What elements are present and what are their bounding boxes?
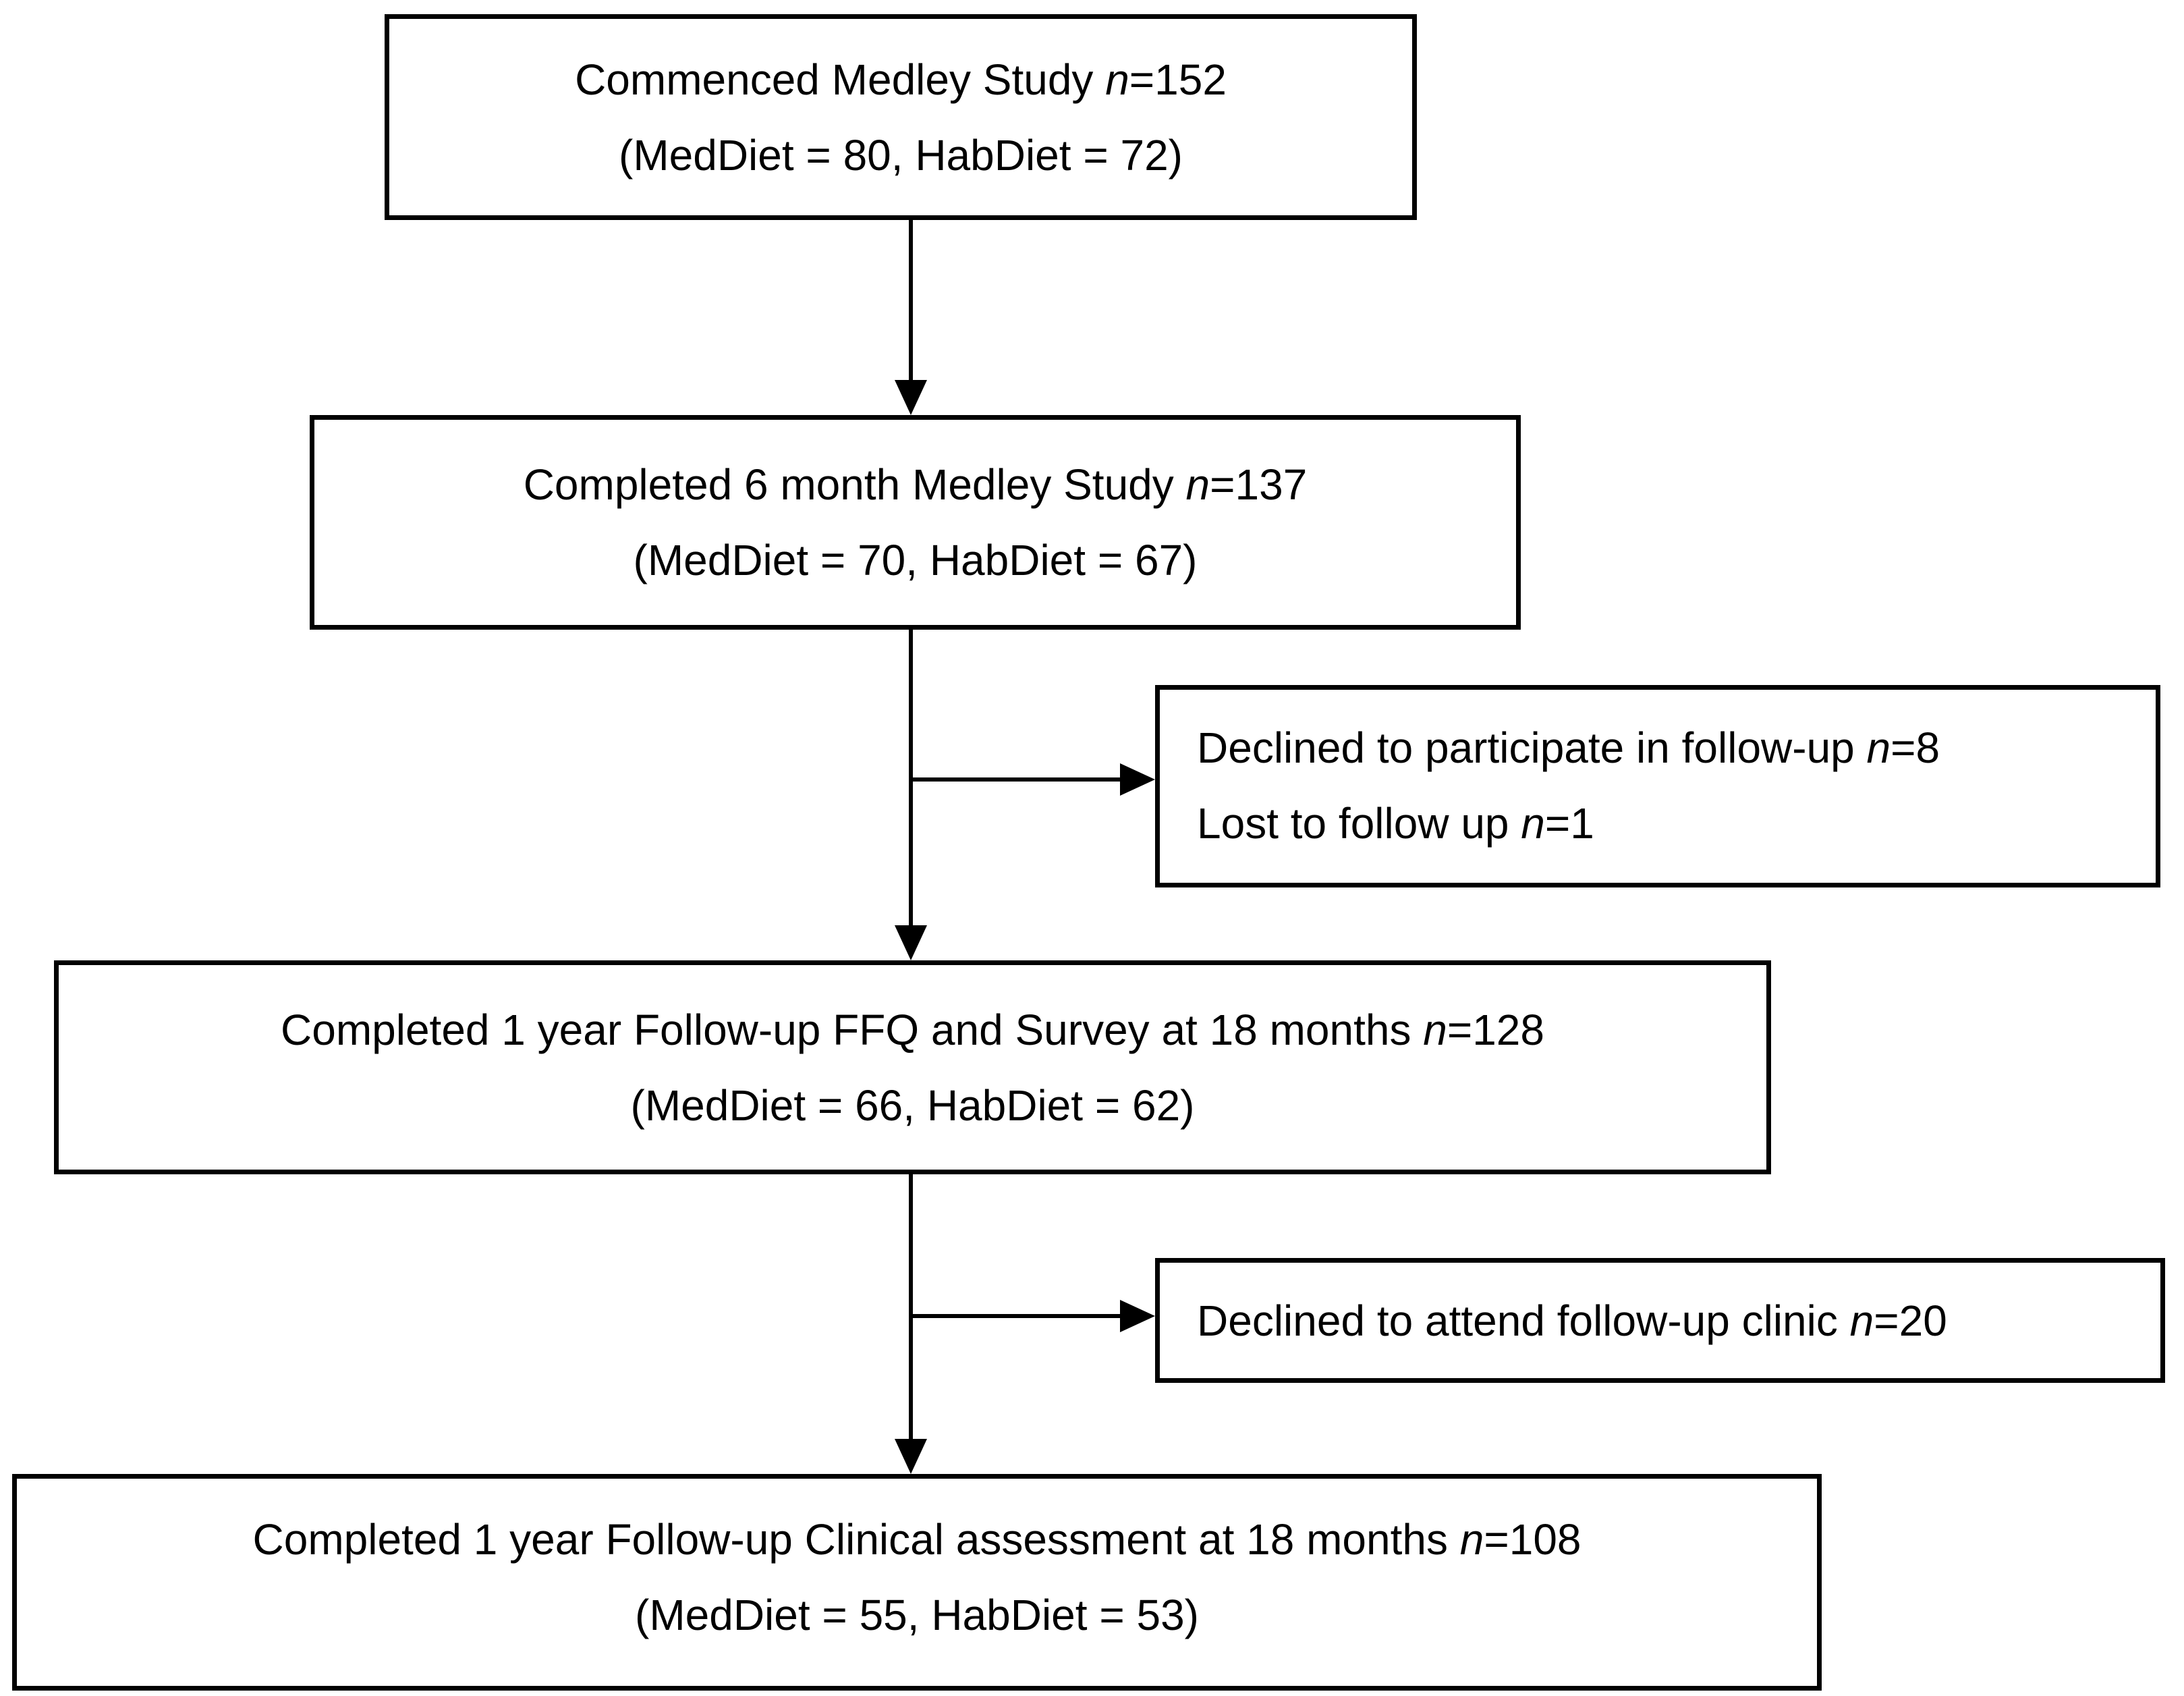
n-symbol: n [1849,1296,1874,1345]
node-text-line: (MedDiet = 70, HabDiet = 67) [314,522,1516,598]
n-value: =128 [1447,1006,1544,1054]
arrow-ffq-to-clinical-line [909,1174,913,1442]
node-text-line: Declined to participate in follow-up n=8 [1197,710,2142,786]
node-subtext: (MedDiet = 80, HabDiet = 72) [619,131,1183,180]
arrowhead-down-icon [895,380,927,415]
n-value: =8 [1891,723,1940,772]
node-text-line: Declined to attend follow-up clinic n=20 [1197,1283,1947,1359]
node-text-line: Completed 6 month Medley Study n=137 [314,447,1516,522]
arrowhead-down-icon [895,925,927,960]
node-declined-followup: Declined to participate in follow-up n=8… [1155,685,2160,887]
n-value: =20 [1874,1296,1947,1345]
node-text: Commenced Medley Study [575,55,1106,104]
n-symbol: n [1105,55,1129,104]
node-text-line: (MedDiet = 66, HabDiet = 62) [59,1068,1766,1143]
n-symbol: n [1521,799,1545,848]
node-text-line: (MedDiet = 80, HabDiet = 72) [389,117,1412,193]
n-symbol: n [1866,723,1891,772]
arrowhead-right-icon [1120,763,1155,796]
branch-to-declined-followup-line [909,777,1123,782]
node-completed-6-month: Completed 6 month Medley Study n=137 (Me… [310,415,1521,630]
n-value: =152 [1129,55,1227,104]
node-commenced-study: Commenced Medley Study n=152 (MedDiet = … [385,14,1417,220]
node-text: Declined to attend follow-up clinic [1197,1296,1850,1345]
branch-to-declined-clinic-line [909,1314,1123,1318]
node-text-line: Completed 1 year Follow-up Clinical asse… [17,1502,1817,1577]
arrowhead-right-icon [1120,1300,1155,1332]
node-text-line: Lost to follow up n=1 [1197,786,2142,861]
node-text: Completed 1 year Follow-up FFQ and Surve… [281,1006,1424,1054]
node-completed-clinical-assessment: Completed 1 year Follow-up Clinical asse… [12,1474,1822,1691]
node-subtext: (MedDiet = 66, HabDiet = 62) [630,1081,1195,1130]
node-declined-clinic: Declined to attend follow-up clinic n=20 [1155,1258,2165,1383]
node-text: Lost to follow up [1197,799,1521,848]
node-text: Completed 1 year Follow-up Clinical asse… [252,1515,1460,1564]
n-value: =108 [1484,1515,1581,1564]
node-completed-ffq-survey: Completed 1 year Follow-up FFQ and Surve… [54,960,1771,1174]
node-subtext: (MedDiet = 70, HabDiet = 67) [633,536,1198,584]
n-symbol: n [1185,460,1210,509]
arrow-commenced-to-6mo-line [909,220,913,385]
node-subtext: (MedDiet = 55, HabDiet = 53) [635,1591,1199,1639]
n-value: =1 [1544,799,1594,848]
n-value: =137 [1210,460,1308,509]
arrowhead-down-icon [895,1439,927,1474]
node-text-line: Completed 1 year Follow-up FFQ and Surve… [59,992,1766,1068]
n-symbol: n [1459,1515,1484,1564]
node-text: Completed 6 month Medley Study [523,460,1186,509]
node-text: Declined to participate in follow-up [1197,723,1867,772]
node-text-line: Commenced Medley Study n=152 [389,42,1412,117]
n-symbol: n [1423,1006,1447,1054]
node-text-line: (MedDiet = 55, HabDiet = 53) [17,1577,1817,1653]
